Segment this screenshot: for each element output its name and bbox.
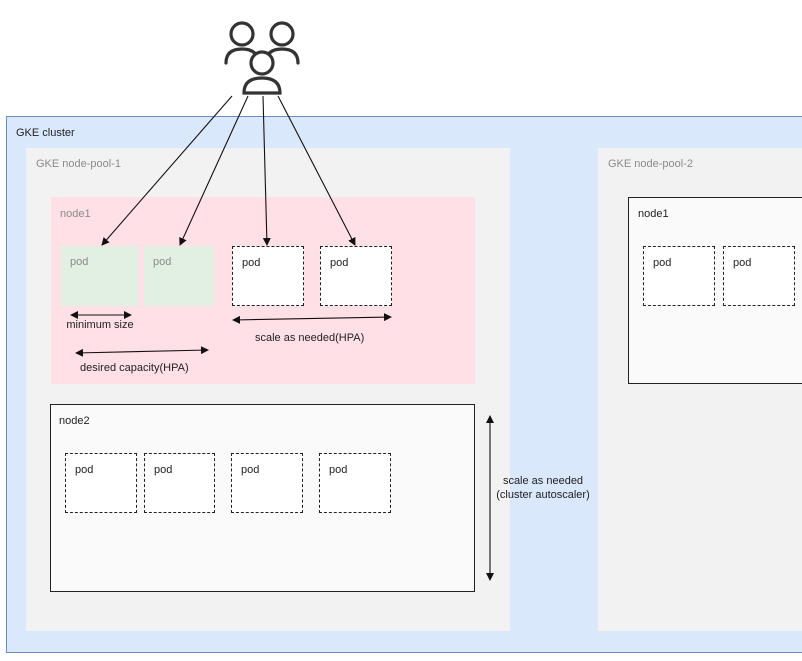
cluster-label: GKE cluster [16, 127, 75, 139]
pod: pod [65, 453, 137, 513]
pool1-node2-label: node2 [59, 415, 90, 427]
pod: pod [144, 453, 215, 513]
pod-label: pod [242, 257, 261, 269]
pod: pod [231, 453, 303, 513]
request-arrow [262, 95, 271, 246]
minimum-size-label: minimum size [66, 319, 134, 331]
request-arrow [179, 95, 249, 246]
pod-label: pod [330, 257, 349, 269]
pod-label: pod [733, 257, 752, 269]
pod: pod [232, 246, 304, 306]
scale-cluster-label: scale as needed (cluster autoscaler) [496, 475, 590, 501]
pod-label: pod [329, 464, 348, 476]
pod: pod [319, 453, 391, 513]
pool1-node1-label: node1 [60, 208, 91, 220]
node-pool-1-label: GKE node-pool-1 [36, 158, 121, 170]
request-arrow [277, 95, 356, 246]
pool2-node1-label: node1 [638, 208, 669, 220]
desired-capacity-label: desired capacity(HPA) [80, 362, 189, 374]
users-icon [224, 21, 300, 95]
pod: pod [643, 246, 715, 306]
pod-label: pod [154, 464, 173, 476]
pod: pod [723, 246, 795, 306]
request-arrow [101, 95, 233, 246]
pod-label: pod [70, 256, 89, 268]
desired-capacity-arrow [75, 346, 209, 357]
node-pool-2-label: GKE node-pool-2 [608, 158, 693, 170]
pod: pod [144, 246, 214, 306]
pod-label: pod [653, 257, 672, 269]
pod: pod [320, 246, 392, 306]
scale-hpa-label: scale as needed(HPA) [255, 332, 365, 344]
pod: pod [61, 246, 139, 306]
pod-label: pod [241, 464, 260, 476]
scale-hpa-arrow [232, 313, 392, 324]
pod-label: pod [75, 464, 94, 476]
pod-label: pod [153, 256, 172, 268]
